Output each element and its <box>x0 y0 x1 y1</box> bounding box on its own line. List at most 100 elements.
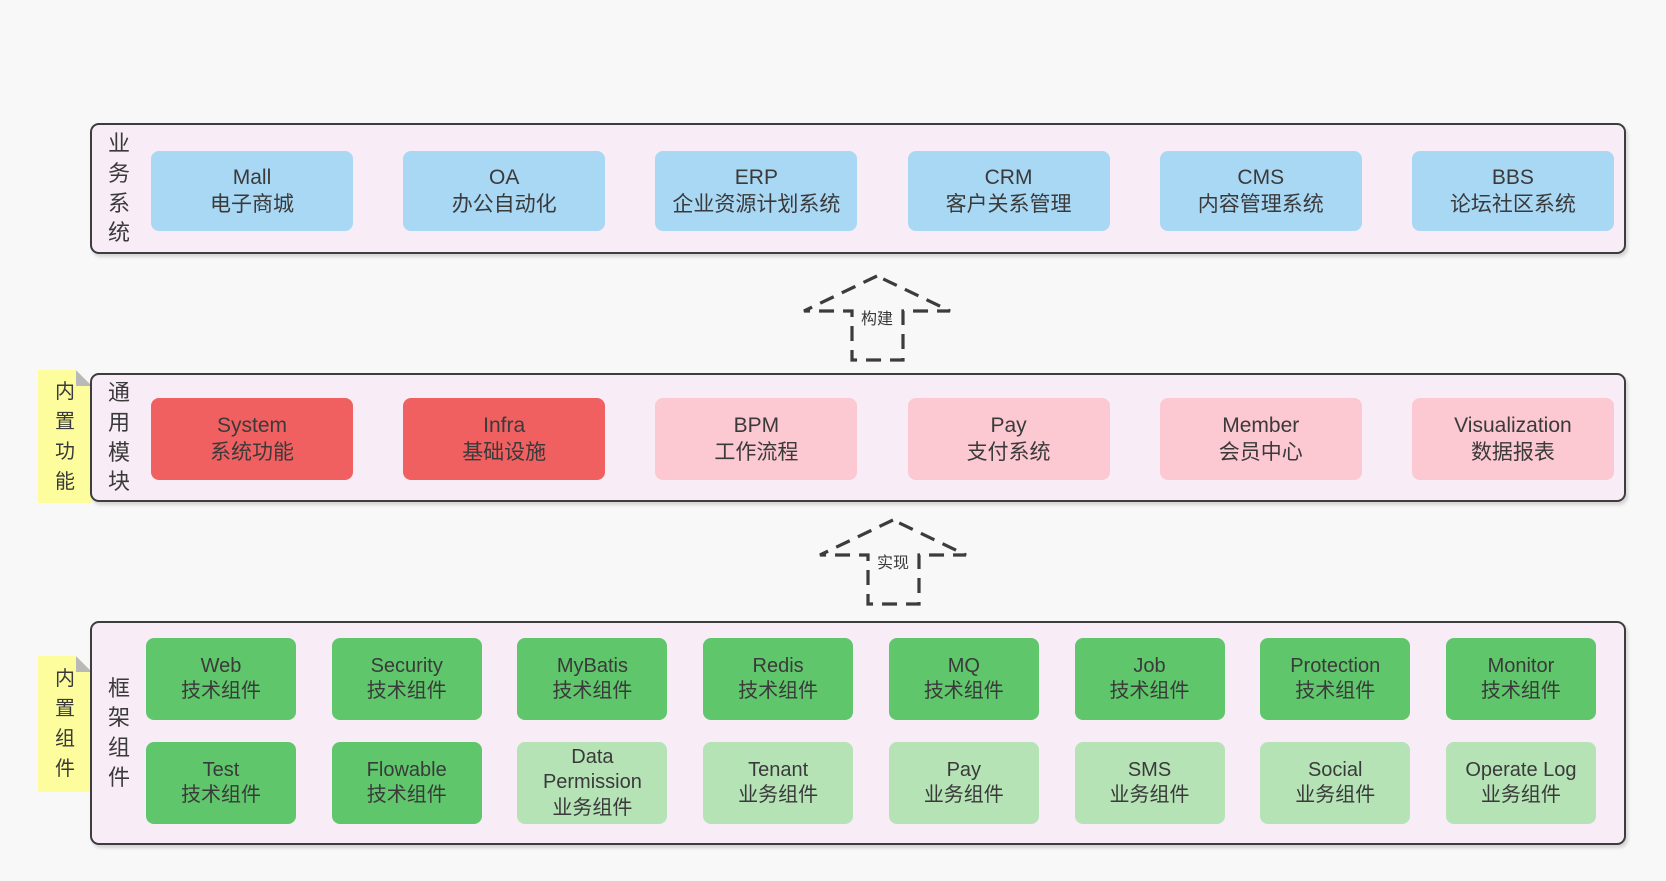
box-test: Test 技术组件 <box>146 742 296 824</box>
up-arrow-icon <box>819 518 967 606</box>
box-title: CMS <box>1237 165 1285 189</box>
box-title: Pay <box>990 413 1027 437</box>
box-subtitle: 技术组件 <box>1109 680 1190 702</box>
box-title: BPM <box>733 413 780 437</box>
box-title: Visualization <box>1454 413 1572 437</box>
box-title: Tenant <box>748 758 809 781</box>
box-subtitle: 会员中心 <box>1218 441 1303 464</box>
box-title: SMS <box>1127 758 1172 781</box>
box-title: Redis <box>752 654 804 677</box>
box-subtitle: 工作流程 <box>714 441 799 464</box>
box-subtitle: 技术组件 <box>181 784 261 806</box>
box-title: ERP <box>734 165 778 189</box>
box-subtitle: 业务组件 <box>923 784 1004 806</box>
box-pay-component: Pay 业务组件 <box>888 742 1039 824</box>
sticky-note-builtin-features: 内置功能 <box>38 370 92 503</box>
box-mq: MQ 技术组件 <box>888 638 1039 720</box>
box-title: Mall <box>232 165 272 189</box>
box-subtitle: 技术组件 <box>366 680 447 702</box>
box-title: Pay <box>946 758 982 781</box>
box-subtitle: 论坛社区系统 <box>1449 193 1576 216</box>
panel-common-modules: 通用模块 System 系统功能 Infra 基础设施 BPM 工作流程 Pay… <box>90 373 1626 502</box>
box-title: Operate Log <box>1465 758 1577 781</box>
box-title: Flowable <box>366 758 447 781</box>
box-subtitle: 业务组件 <box>738 784 819 806</box>
framework-box-row-2: Test 技术组件 Flowable 技术组件 Data Permission … <box>146 742 1596 824</box>
box-subtitle: 技术组件 <box>1480 680 1561 702</box>
sticky-note-label: 内置功能 <box>55 380 75 493</box>
box-mybatis: MyBatis 技术组件 <box>517 638 668 720</box>
box-crm: CRM 客户关系管理 <box>907 151 1110 231</box>
up-arrow-icon <box>803 274 951 362</box>
panel-label: 框架组件 <box>102 623 136 843</box>
box-subtitle: 业务组件 <box>1295 784 1376 806</box>
box-subtitle: 技术组件 <box>738 680 819 702</box>
box-title: MQ <box>947 654 980 677</box>
box-title: Job <box>1133 654 1166 677</box>
box-infra: Infra 基础设施 <box>403 398 606 480</box>
box-bbs: BBS 论坛社区系统 <box>1411 151 1614 231</box>
box-title: OA <box>489 165 520 189</box>
box-member: Member 会员中心 <box>1159 398 1362 480</box>
arrow-label: 构建 <box>855 304 899 330</box>
box-title: System <box>216 413 287 437</box>
arrow-build: 构建 <box>802 274 952 362</box>
box-subtitle: 业务组件 <box>1109 784 1190 806</box>
panel-business-systems: 业务系统 Mall 电子商城 OA 办公自动化 ERP 企业资源计划系统 CRM… <box>90 123 1626 254</box>
box-title: Test <box>202 758 240 781</box>
box-title: Member <box>1222 413 1300 437</box>
box-subtitle: 技术组件 <box>181 680 261 702</box>
box-bpm: BPM 工作流程 <box>655 398 858 480</box>
box-subtitle: 办公自动化 <box>451 193 557 216</box>
box-title: MyBatis <box>556 654 628 677</box>
box-subtitle: 数据报表 <box>1470 441 1555 464</box>
box-subtitle: 企业资源计划系统 <box>672 193 841 216</box>
box-oa: OA 办公自动化 <box>403 151 606 231</box>
box-erp: ERP 企业资源计划系统 <box>655 151 858 231</box>
box-security: Security 技术组件 <box>331 638 482 720</box>
box-title: Social <box>1307 758 1363 781</box>
box-subtitle: 技术组件 <box>366 784 447 806</box>
box-title: BBS <box>1491 165 1534 189</box>
box-subtitle: 支付系统 <box>966 441 1051 464</box>
arrow-implement: 实现 <box>818 518 968 606</box>
box-title: Security <box>370 654 443 677</box>
box-web: Web 技术组件 <box>146 638 296 720</box>
modules-box-row: System 系统功能 Infra 基础设施 BPM 工作流程 Pay 支付系统… <box>151 398 1614 480</box>
box-title: Protection <box>1290 654 1381 677</box>
panel-label-text: 框架组件 <box>108 675 131 790</box>
box-job: Job 技术组件 <box>1074 638 1225 720</box>
box-system: System 系统功能 <box>151 398 353 480</box>
box-protection: Protection 技术组件 <box>1260 638 1411 720</box>
box-subtitle: 技术组件 <box>1295 680 1376 702</box>
panel-framework-components: 框架组件 Web 技术组件 Security 技术组件 MyBatis 技术组件… <box>90 621 1626 845</box>
box-subtitle: 技术组件 <box>923 680 1004 702</box>
box-data-permission: Data Permission 业务组件 <box>517 742 668 824</box>
box-mall: Mall 电子商城 <box>151 151 353 231</box>
box-sms: SMS 业务组件 <box>1074 742 1225 824</box>
framework-box-row-1: Web 技术组件 Security 技术组件 MyBatis 技术组件 Redi… <box>146 638 1596 720</box>
box-subtitle: 技术组件 <box>552 680 633 702</box>
box-subtitle: 内容管理系统 <box>1197 193 1324 216</box>
box-pay-system: Pay 支付系统 <box>907 398 1110 480</box>
box-subtitle: 业务组件 <box>1480 784 1561 806</box>
box-subtitle: 客户关系管理 <box>945 193 1072 216</box>
box-cms: CMS 内容管理系统 <box>1159 151 1362 231</box>
business-box-row: Mall 电子商城 OA 办公自动化 ERP 企业资源计划系统 CRM 客户关系… <box>151 151 1614 231</box>
box-social: Social 业务组件 <box>1260 742 1411 824</box>
box-visualization: Visualization 数据报表 <box>1411 398 1614 480</box>
box-title: Web <box>200 654 242 677</box>
box-monitor: Monitor 技术组件 <box>1445 638 1596 720</box>
panel-label-text: 业务系统 <box>108 131 131 246</box>
panel-label-text: 通用模块 <box>108 380 131 495</box>
box-title: Infra <box>483 413 526 437</box>
box-subtitle: 电子商城 <box>210 193 294 216</box>
box-operate-log: Operate Log 业务组件 <box>1445 742 1596 824</box>
sticky-note-label: 内置组件 <box>55 668 75 780</box>
box-tenant: Tenant 业务组件 <box>703 742 854 824</box>
box-flowable: Flowable 技术组件 <box>331 742 482 824</box>
box-subtitle: 基础设施 <box>462 441 547 464</box>
box-title: Monitor <box>1487 654 1555 677</box>
panel-label: 业务系统 <box>102 125 136 252</box>
